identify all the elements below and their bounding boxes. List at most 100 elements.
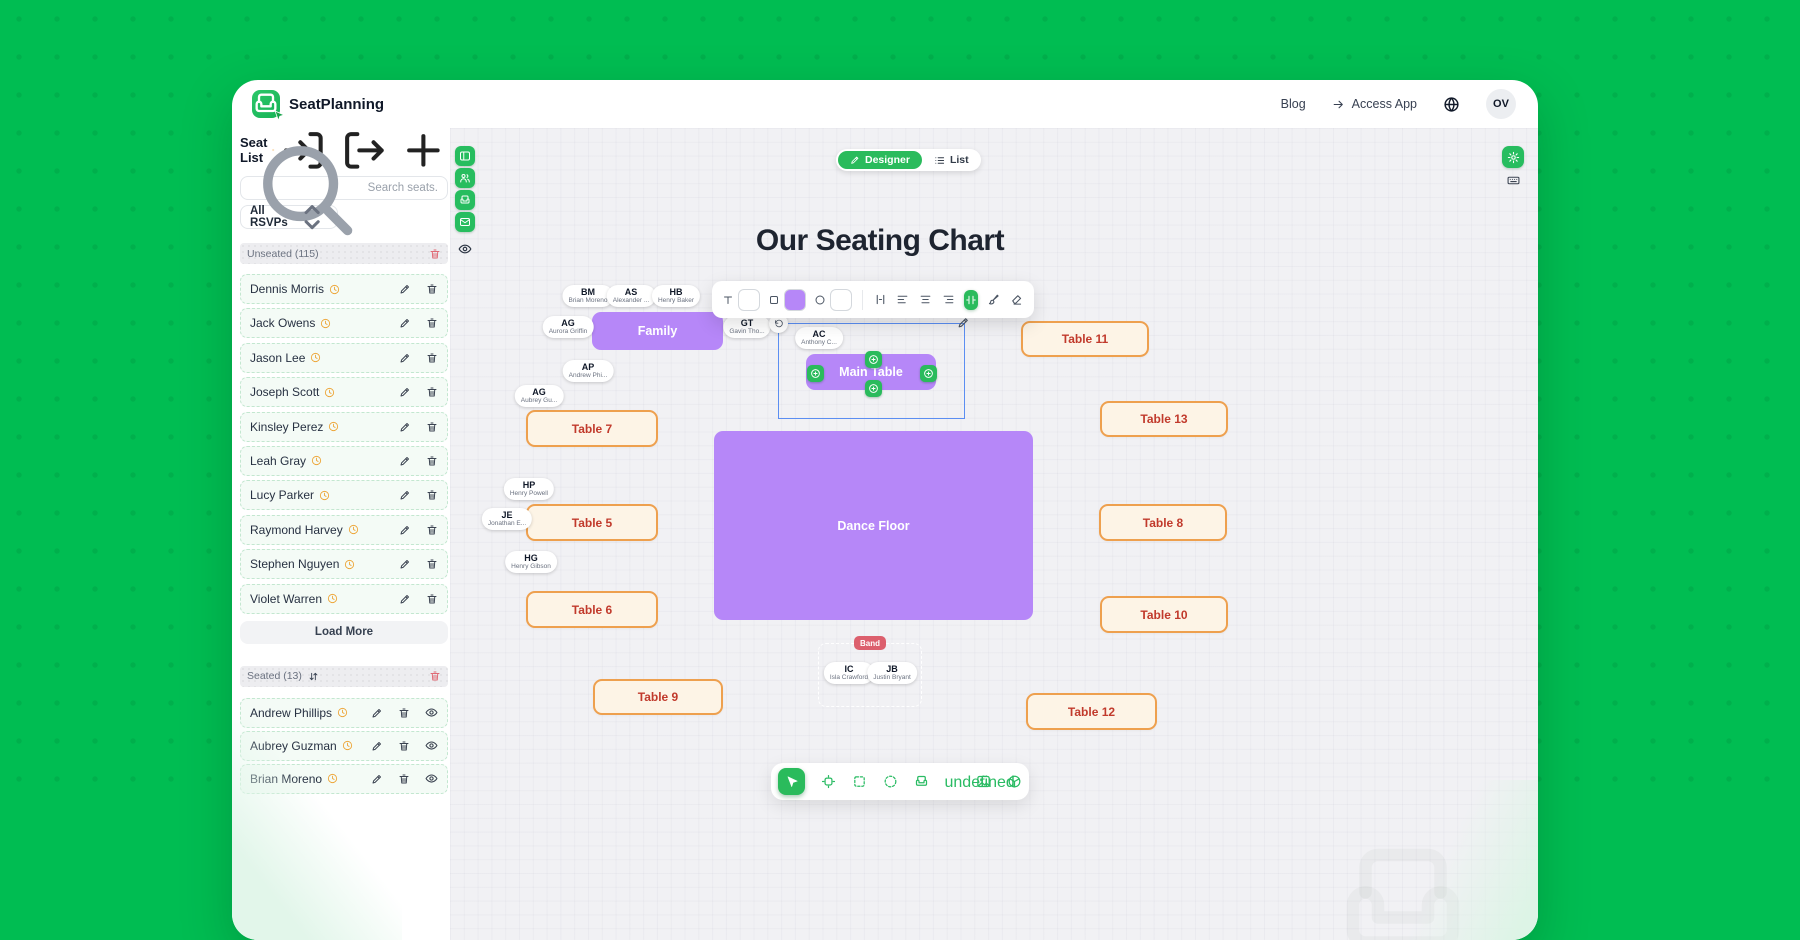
edit-guest-icon[interactable] xyxy=(399,455,411,467)
align-right-icon[interactable] xyxy=(941,290,956,310)
brand[interactable]: SeatPlanning xyxy=(252,90,384,118)
eraser-icon[interactable] xyxy=(1009,290,1024,310)
guest-row[interactable]: Violet Warren xyxy=(240,584,448,614)
sort-icon[interactable] xyxy=(308,671,319,682)
globe-icon[interactable] xyxy=(1443,96,1460,113)
nav-access-app-link[interactable]: Access App xyxy=(1332,97,1417,111)
table-table-8[interactable]: Table 8 xyxy=(1099,504,1227,541)
guest-row[interactable]: Stephen Nguyen xyxy=(240,549,448,579)
select-tool-button[interactable] xyxy=(778,768,805,795)
visibility-eye-icon[interactable] xyxy=(455,239,475,259)
feature-dance-floor[interactable]: Dance Floor xyxy=(714,431,1033,620)
text-tool-button[interactable]: undefined xyxy=(944,774,960,790)
delete-guest-icon[interactable] xyxy=(426,317,438,329)
delete-guest-icon[interactable] xyxy=(426,489,438,501)
edit-guest-icon[interactable] xyxy=(399,352,411,364)
edit-guest-icon[interactable] xyxy=(399,593,411,605)
orientation-toggle-button[interactable] xyxy=(964,290,979,310)
guest-row[interactable]: Leah Gray xyxy=(240,446,448,476)
edit-guest-icon[interactable] xyxy=(399,386,411,398)
table-table-11[interactable]: Table 11 xyxy=(1021,321,1149,357)
guest-row[interactable]: Joseph Scott xyxy=(240,377,448,407)
guest-row[interactable]: Raymond Harvey xyxy=(240,515,448,545)
delete-guest-icon[interactable] xyxy=(426,386,438,398)
delete-guest-icon[interactable] xyxy=(398,773,410,785)
delete-guest-icon[interactable] xyxy=(426,455,438,467)
add-seat-bottom-button[interactable] xyxy=(865,380,882,397)
user-avatar[interactable]: OV xyxy=(1486,89,1516,119)
chair-tool-button[interactable] xyxy=(913,774,929,790)
shapes-tool-button[interactable] xyxy=(1006,774,1022,790)
designer-mode-button[interactable]: Designer xyxy=(838,151,922,169)
edit-guest-icon[interactable] xyxy=(371,740,383,752)
border-color-swatch[interactable] xyxy=(830,289,852,311)
edit-guest-icon[interactable] xyxy=(399,317,411,329)
add-seat-top-button[interactable] xyxy=(865,351,882,368)
square-dashed-tool-button[interactable] xyxy=(851,774,867,790)
edit-guest-icon[interactable] xyxy=(399,421,411,433)
align-center-icon[interactable] xyxy=(918,290,933,310)
band-chip[interactable]: Band xyxy=(854,636,886,650)
brush-icon[interactable] xyxy=(986,290,1001,310)
guest-row[interactable]: Jason Lee xyxy=(240,343,448,373)
fill-color-swatch[interactable] xyxy=(784,289,806,311)
table-table-13[interactable]: Table 13 xyxy=(1100,401,1228,437)
guest-row[interactable]: Lucy Parker xyxy=(240,480,448,510)
delete-all-seated-icon[interactable] xyxy=(429,670,441,682)
add-guest-button[interactable] xyxy=(399,126,448,175)
guest-row[interactable]: Brian Moreno xyxy=(240,764,448,794)
delete-guest-icon[interactable] xyxy=(398,707,410,719)
view-guest-icon[interactable] xyxy=(425,706,438,719)
add-seat-left-button[interactable] xyxy=(807,365,824,382)
list-mode-button[interactable]: List xyxy=(924,154,979,166)
table-table-5[interactable]: Table 5 xyxy=(526,504,658,541)
view-guest-icon[interactable] xyxy=(425,739,438,752)
view-guest-icon[interactable] xyxy=(425,772,438,785)
seating-chart-canvas[interactable]: Designer List Our Seating Chart xyxy=(450,128,1538,940)
guest-row[interactable]: Jack Owens xyxy=(240,308,448,338)
guest-row[interactable]: Aubrey Guzman xyxy=(240,731,448,761)
load-more-button[interactable]: Load More xyxy=(240,621,448,644)
image-tool-button[interactable] xyxy=(975,774,991,790)
delete-guest-icon[interactable] xyxy=(426,558,438,570)
edit-guest-icon[interactable] xyxy=(399,558,411,570)
delete-guest-icon[interactable] xyxy=(426,421,438,433)
search-box[interactable] xyxy=(240,176,448,200)
table-table-12[interactable]: Table 12 xyxy=(1026,693,1157,730)
nav-blog-link[interactable]: Blog xyxy=(1281,97,1306,111)
guest-row[interactable]: Dennis Morris xyxy=(240,274,448,304)
table-table-7[interactable]: Table 7 xyxy=(526,410,658,447)
add-seat-right-button[interactable] xyxy=(920,365,937,382)
feature-family[interactable]: Family xyxy=(592,312,723,350)
delete-guest-icon[interactable] xyxy=(426,524,438,536)
delete-all-unseated-icon[interactable] xyxy=(429,248,441,260)
table-table-6[interactable]: Table 6 xyxy=(526,591,658,628)
mail-rail-button[interactable] xyxy=(455,212,475,232)
guest-row[interactable]: Andrew Phillips xyxy=(240,698,448,728)
edit-guest-icon[interactable] xyxy=(371,707,383,719)
users-rail-button[interactable] xyxy=(455,168,475,188)
align-left-icon[interactable] xyxy=(895,290,910,310)
guest-row[interactable]: Kinsley Perez xyxy=(240,412,448,442)
settings-button[interactable] xyxy=(1502,146,1524,168)
delete-guest-icon[interactable] xyxy=(426,283,438,295)
edit-guest-icon[interactable] xyxy=(399,524,411,536)
delete-guest-icon[interactable] xyxy=(426,352,438,364)
distribute-icon[interactable] xyxy=(873,290,888,310)
edit-guest-icon[interactable] xyxy=(399,283,411,295)
table-table-9[interactable]: Table 9 xyxy=(593,679,723,715)
edit-guest-icon[interactable] xyxy=(371,773,383,785)
search-input[interactable] xyxy=(368,182,439,194)
keyboard-shortcuts-icon[interactable] xyxy=(1505,174,1522,187)
selection-box[interactable] xyxy=(778,323,965,419)
